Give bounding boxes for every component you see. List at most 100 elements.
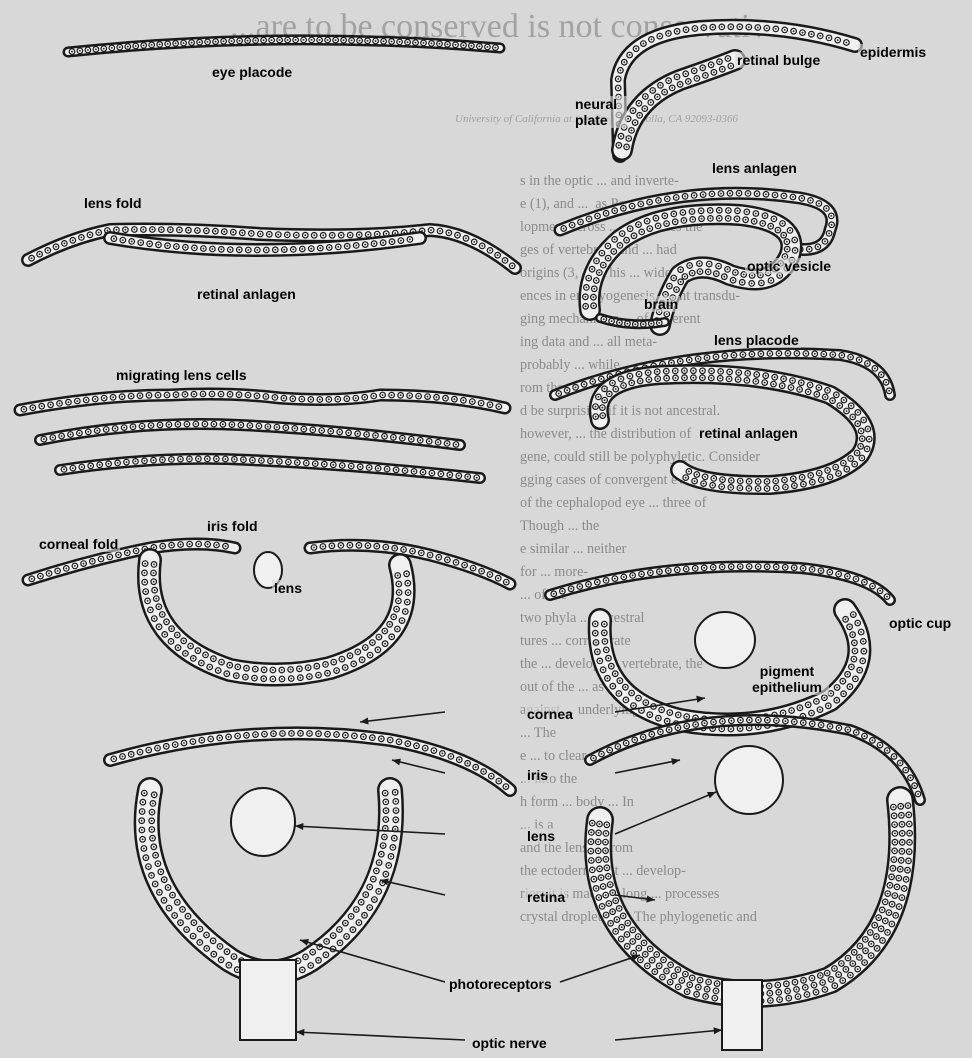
cell-dot xyxy=(773,218,775,220)
label-retina: retina xyxy=(525,889,567,905)
cell-dot xyxy=(375,435,377,437)
cell-dot xyxy=(777,984,779,986)
cell-dot xyxy=(626,146,628,148)
cell-dot xyxy=(908,823,910,825)
cell-dot xyxy=(859,957,861,959)
cell-dot xyxy=(566,389,568,391)
cell-dot xyxy=(296,462,298,464)
cell-dot xyxy=(787,990,789,992)
cell-dot xyxy=(693,195,695,197)
cell-dot xyxy=(662,363,664,365)
cell-dot xyxy=(905,769,907,771)
cell-dot xyxy=(183,640,185,642)
cell-dot xyxy=(118,554,120,556)
cell-dot xyxy=(729,192,731,194)
cell-dot xyxy=(711,193,713,195)
cell-dot xyxy=(709,210,711,212)
cell-dot xyxy=(498,406,500,408)
cell-dot xyxy=(305,462,307,464)
cell-dot xyxy=(632,110,634,112)
cell-dot xyxy=(189,543,191,545)
cell-dot xyxy=(610,665,612,667)
cell-dot xyxy=(167,887,169,889)
cell-dot xyxy=(205,654,207,656)
cell-dot xyxy=(730,26,732,28)
cell-dot xyxy=(708,263,710,265)
cell-dot xyxy=(409,395,411,397)
arrow-lens-left-shaft xyxy=(295,826,445,834)
cell-dot xyxy=(337,398,339,400)
cell-dot xyxy=(666,720,668,722)
cell-dot xyxy=(829,571,831,573)
cell-dot xyxy=(642,736,644,738)
cell-dot xyxy=(235,675,237,677)
cell-dot xyxy=(277,234,279,236)
label-pigment-epithelium: pigment epithelium xyxy=(745,663,829,695)
cell-dot xyxy=(148,394,150,396)
cell-dot xyxy=(226,673,228,675)
cell-dot xyxy=(143,848,145,850)
cell-dot xyxy=(348,432,350,434)
cell-dot xyxy=(866,448,868,450)
cell-dot xyxy=(760,274,762,276)
cell-dot xyxy=(155,598,157,600)
cell-dot xyxy=(606,824,608,826)
cell-dot xyxy=(23,408,25,410)
cell-dot xyxy=(354,735,356,737)
cell-dot xyxy=(150,609,152,611)
cell-dot xyxy=(199,41,201,43)
cell-dot xyxy=(793,721,795,723)
cell-dot xyxy=(666,377,668,379)
cell-dot xyxy=(693,370,695,372)
cell-dot xyxy=(158,244,160,246)
cell-dot xyxy=(716,983,718,985)
cell-dot xyxy=(660,731,662,733)
cell-dot xyxy=(598,832,600,834)
cell-dot xyxy=(792,196,794,198)
cell-dot xyxy=(386,468,388,470)
cell-dot xyxy=(232,231,234,233)
cell-dot xyxy=(823,353,825,355)
cell-dot xyxy=(152,229,154,231)
cell-dot xyxy=(753,220,755,222)
cell-dot xyxy=(736,218,738,220)
cell-dot xyxy=(641,573,643,575)
cell-dot xyxy=(718,209,720,211)
cell-dot xyxy=(463,44,465,46)
cell-dot xyxy=(393,616,395,618)
cell-dot xyxy=(613,251,615,253)
cell-dot xyxy=(889,884,891,886)
cell-dot xyxy=(161,229,163,231)
cell-dot xyxy=(644,108,646,110)
cell-dot xyxy=(364,914,366,916)
cell-dot xyxy=(824,989,826,991)
cell-dot xyxy=(79,432,81,434)
cell-dot xyxy=(384,836,386,838)
cell-dot xyxy=(807,704,809,706)
cell-dot xyxy=(770,1000,772,1002)
label-brain: brain xyxy=(642,296,680,312)
cell-dot xyxy=(620,135,622,137)
cell-dot xyxy=(721,486,723,488)
cell-dot xyxy=(607,677,609,679)
cell-dot xyxy=(599,868,601,870)
cell-dot xyxy=(900,859,902,861)
cell-dot xyxy=(319,247,321,249)
cell-dot xyxy=(276,426,278,428)
cell-dot xyxy=(628,138,630,140)
cell-dot xyxy=(373,243,375,245)
cell-dot xyxy=(600,877,602,879)
cell-dot xyxy=(620,69,622,71)
cell-dot xyxy=(290,678,292,680)
cell-dot xyxy=(171,544,173,546)
cell-dot xyxy=(153,618,155,620)
cell-dot xyxy=(629,54,631,56)
cell-dot xyxy=(446,443,448,445)
cell-dot xyxy=(176,901,178,903)
cell-dot xyxy=(617,746,619,748)
cell-dot xyxy=(869,932,871,934)
cell-dot xyxy=(694,480,696,482)
cell-dot xyxy=(699,979,701,981)
cell-dot xyxy=(850,405,852,407)
